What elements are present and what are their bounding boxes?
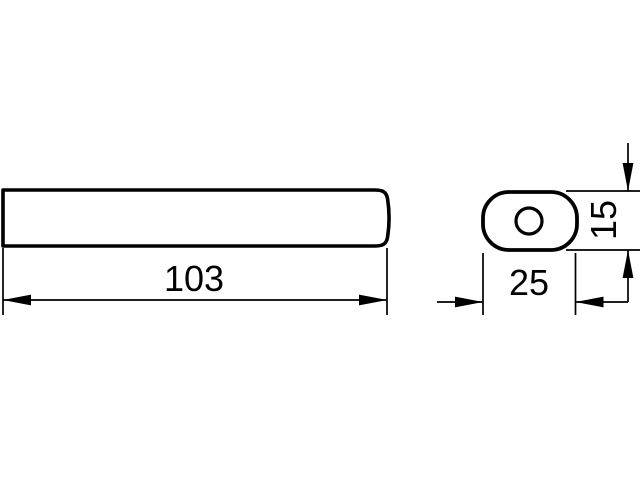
side-view (1, 188, 391, 248)
length-arrowhead-right (359, 294, 387, 306)
length-dimension-label: 103 (164, 258, 224, 299)
length-dimension: 103 (2, 248, 388, 315)
height-arrowhead-top (622, 163, 634, 191)
height-dimension-label: 15 (583, 200, 624, 240)
width-dimension: 25 (437, 253, 628, 315)
hole-circle (514, 206, 544, 236)
width-arrowhead-right (575, 296, 604, 308)
height-arrowhead-bottom (622, 250, 634, 278)
bar-outline (1, 188, 391, 248)
end-view (481, 190, 579, 252)
length-arrowhead-left (3, 294, 31, 306)
width-arrowhead-left (455, 296, 483, 308)
width-dimension-label: 25 (509, 262, 549, 303)
height-dimension: 15 (566, 143, 640, 302)
